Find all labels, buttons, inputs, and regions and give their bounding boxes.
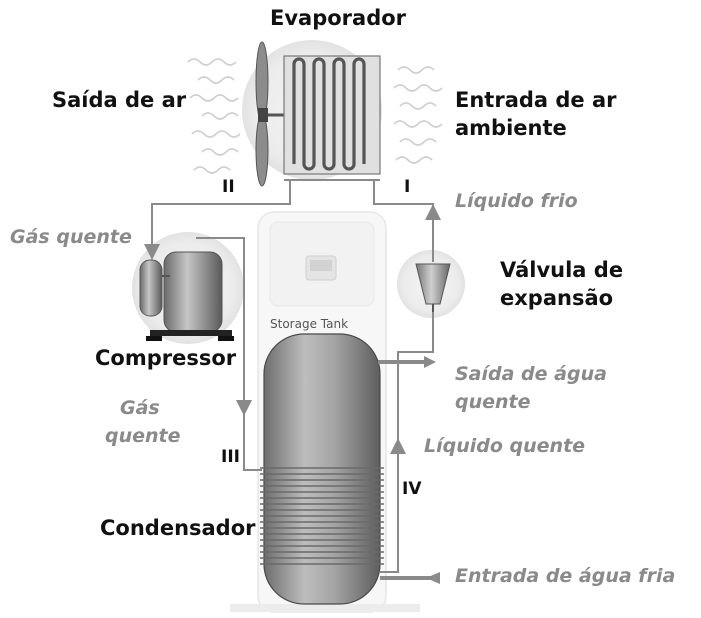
- air-outlet-label: Saída de ar: [52, 88, 187, 112]
- air-inlet-waves: [393, 66, 443, 164]
- hot-water-outlet-label-line1: Saída de água: [455, 363, 607, 385]
- hot-gas-label-bottom-line2: quente: [105, 425, 181, 447]
- hot-gas-label-bottom-line1: Gás: [120, 397, 160, 419]
- expansion-valve-label-line2: expansão: [500, 286, 614, 310]
- hot-liquid-label: Líquido quente: [424, 435, 586, 457]
- cold-liquid-label: Líquido frio: [455, 190, 578, 212]
- expansion-valve-label-line1: Válvula de: [500, 258, 624, 282]
- hot-gas-label-top: Gás quente: [10, 226, 132, 248]
- expansion-valve-icon: [415, 263, 451, 312]
- storage-tank: [263, 333, 381, 605]
- stage-ii-label: II: [222, 177, 235, 197]
- condenser-label: Condensador: [100, 516, 256, 540]
- storage-tank-label: Storage Tank: [270, 317, 349, 331]
- cold-water-inlet-label: Entrada de água fria: [455, 565, 676, 587]
- cold-water-inlet-arrow: [426, 572, 440, 584]
- air-outlet-waves: [187, 58, 241, 174]
- fan-icon: [255, 41, 284, 187]
- compressor-label: Compressor: [95, 346, 237, 370]
- stage-iv-label: IV: [402, 479, 422, 499]
- refrigerant-pipes: [144, 180, 441, 573]
- compressor-icon: [139, 251, 234, 341]
- evaporator-label: Evaporador: [270, 6, 407, 30]
- air-inlet-label-line2: ambiente: [455, 116, 567, 140]
- air-inlet-label-line1: Entrada de ar: [455, 88, 617, 112]
- evaporator-coil: [283, 55, 381, 181]
- hot-water-outlet-arrow: [424, 356, 436, 368]
- stage-iii-label: III: [221, 447, 240, 467]
- water-pipes: [378, 356, 440, 584]
- condenser-coil: [260, 467, 384, 565]
- hot-water-outlet-label-line2: quente: [455, 391, 531, 413]
- stage-i-label: I: [404, 177, 411, 197]
